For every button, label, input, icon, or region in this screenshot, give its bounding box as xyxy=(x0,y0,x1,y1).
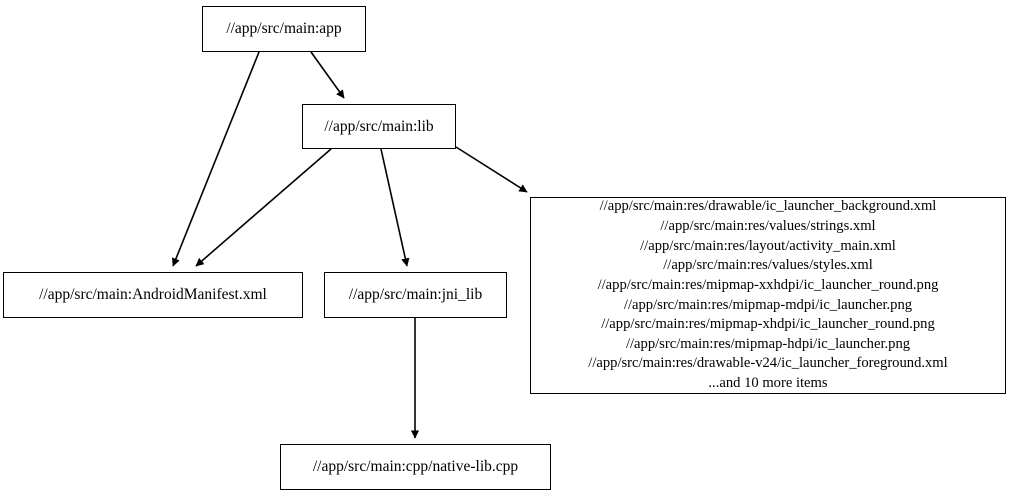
edge-lib-to-manifest xyxy=(195,148,332,267)
edge-app-to-lib xyxy=(310,51,345,99)
edge-app-to-manifest xyxy=(171,51,260,267)
graph-node-res-collection-label: //app/src/main:res/drawable/ic_launcher_… xyxy=(588,198,948,391)
graph-node-native-lib-cpp[interactable]: //app/src/main:cpp/native-lib.cpp xyxy=(280,444,551,490)
graph-node-res-collection[interactable]: //app/src/main:res/drawable/ic_launcher_… xyxy=(530,197,1006,394)
graph-node-jni-lib-label: //app/src/main:jni_lib xyxy=(348,286,483,304)
edge-lib-to-jni-lib xyxy=(380,148,410,267)
graph-node-android-manifest[interactable]: //app/src/main:AndroidManifest.xml xyxy=(3,272,303,318)
graph-node-app-label: //app/src/main:app xyxy=(226,20,342,38)
graph-node-native-lib-cpp-label: //app/src/main:cpp/native-lib.cpp xyxy=(312,458,519,476)
graph-node-android-manifest-label: //app/src/main:AndroidManifest.xml xyxy=(39,286,267,304)
graph-node-lib-label: //app/src/main:lib xyxy=(324,117,434,135)
graph-node-app[interactable]: //app/src/main:app xyxy=(202,6,366,52)
graph-node-lib[interactable]: //app/src/main:lib xyxy=(302,104,456,149)
graph-node-jni-lib[interactable]: //app/src/main:jni_lib xyxy=(324,272,507,318)
edge-lib-to-res xyxy=(455,146,528,193)
